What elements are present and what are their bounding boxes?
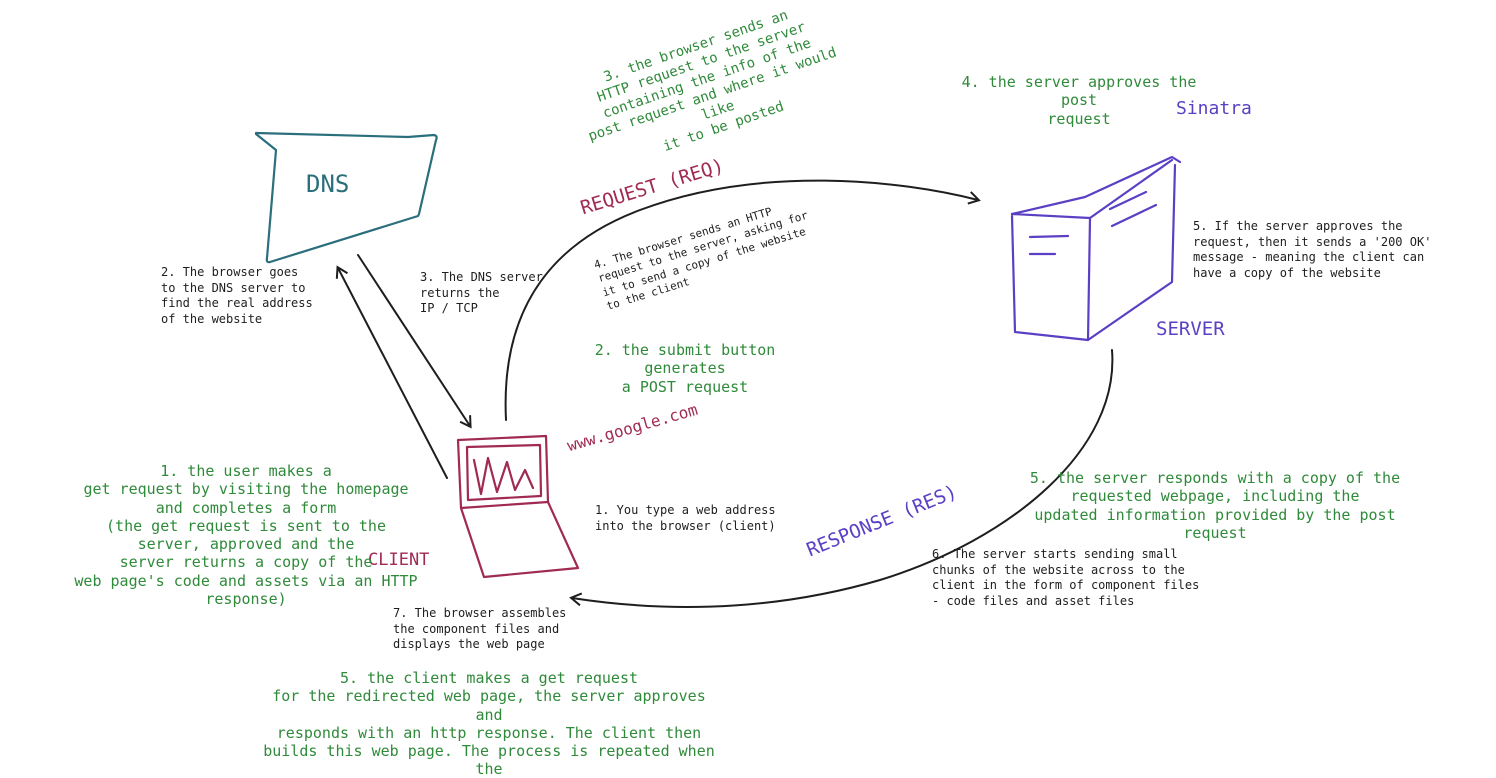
dns-box: [254, 131, 438, 264]
laptop-icon: [456, 434, 580, 579]
note-200-ok: 5. If the server approves the request, t…: [1193, 219, 1432, 280]
note-dns-returns: 3. The DNS server returns the IP / TCP: [420, 270, 543, 316]
arrow-response: [569, 349, 1114, 608]
arrow-client-to-dns: [335, 265, 448, 479]
note-client-get-request: 5. the client makes a get request for th…: [263, 669, 715, 778]
note-browser-assembles: 7. The browser assembles the component f…: [393, 606, 567, 652]
arrow-dns-to-client: [357, 254, 472, 429]
server-icon: [1010, 155, 1182, 342]
sinatra-label: Sinatra: [1176, 98, 1252, 119]
client-label: CLIENT: [368, 550, 430, 570]
server-label: SERVER: [1156, 318, 1225, 340]
note-browser-dns: 2. The browser goes to the DNS server to…: [161, 265, 313, 326]
note-server-approves: 4. the server approves the post request: [961, 73, 1197, 128]
note-server-responds: 5. the server responds with a copy of th…: [1029, 469, 1401, 542]
arrow-request: [504, 179, 981, 421]
note-submit-post: 2. the submit button generates a POST re…: [594, 341, 776, 396]
note-user-get-request: 1. the user makes a get request by visit…: [74, 462, 418, 609]
dns-label: DNS: [306, 170, 350, 198]
note-server-chunks: 6. The server starts sending small chunk…: [932, 547, 1200, 608]
note-type-address: 1. You type a web address into the brows…: [595, 503, 776, 533]
